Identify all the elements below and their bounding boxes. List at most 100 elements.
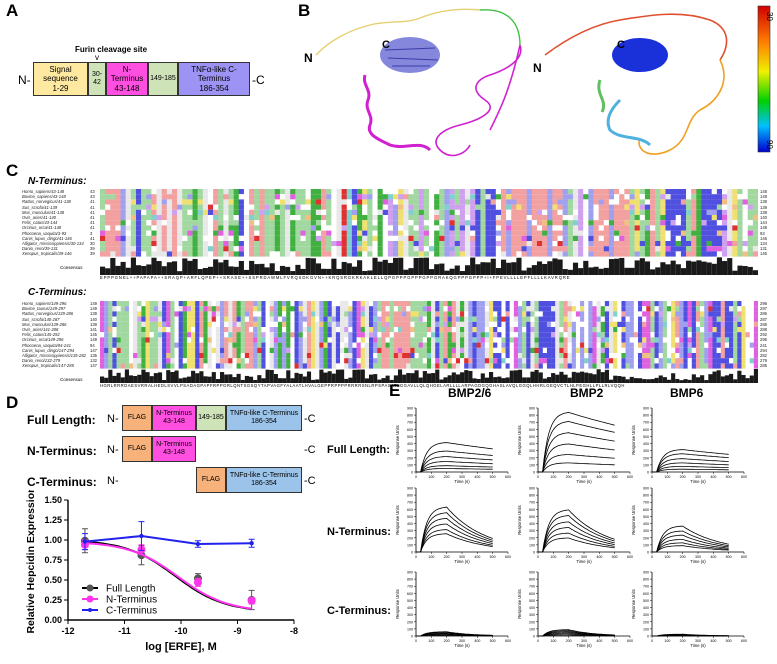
- alignment-cell: [351, 251, 358, 257]
- alignment-cell: [567, 363, 572, 369]
- alignment-cell: [195, 353, 200, 359]
- alignment-cell: [650, 301, 655, 307]
- x-tick-label: 400: [710, 475, 716, 479]
- alignment-cell: [174, 358, 179, 364]
- alignment-cell: [335, 316, 341, 322]
- alignment-cell: [749, 363, 755, 369]
- sensorgram-y-label: Response Units: [517, 505, 522, 535]
- alignment-cell: [686, 246, 692, 252]
- alignment-cell: [232, 347, 237, 353]
- conservation-bar: [100, 266, 106, 275]
- x-tick-label: 500: [612, 639, 618, 643]
- alignment-cell: [264, 204, 270, 210]
- alignment-cell: [393, 358, 399, 364]
- alignment-cell: [166, 209, 173, 215]
- alignment-cell: [489, 353, 494, 359]
- alignment-cell: [236, 363, 241, 369]
- alignment-cell: [475, 230, 481, 236]
- alignment-cell: [298, 353, 303, 359]
- conservation-bar: [105, 268, 111, 275]
- alignment-cell: [269, 246, 275, 252]
- alignment-cell: [418, 209, 425, 215]
- alignment-cell: [588, 353, 593, 359]
- alignment-cell: [177, 225, 183, 231]
- alignment-cell: [403, 225, 409, 231]
- alignment-cell: [423, 204, 430, 210]
- alignment-cell: [596, 306, 601, 312]
- alignment-cell: [120, 321, 126, 327]
- alignment-cell: [642, 321, 647, 327]
- y-tick-label: 600: [643, 592, 649, 596]
- conservation-bar: [352, 369, 357, 383]
- alignment-cell: [536, 189, 543, 195]
- x-tick-label: 400: [710, 639, 716, 643]
- alignment-cell: [429, 209, 435, 215]
- alignment-cell: [624, 194, 630, 200]
- alignment-cell: [476, 347, 481, 353]
- alignment-cell: [753, 358, 758, 364]
- left-structure-green-coil: [479, 9, 521, 46]
- alignment-cell: [614, 199, 620, 205]
- alignment-cell: [290, 301, 295, 307]
- alignment-cell: [629, 363, 635, 369]
- alignment-cell: [274, 230, 281, 236]
- alignment-cell: [484, 358, 490, 364]
- alignment-cell: [410, 306, 415, 312]
- alignment-cell: [555, 332, 560, 338]
- alignment-cell: [382, 209, 389, 215]
- alignment-cell: [470, 230, 476, 236]
- conservation-bar: [382, 259, 388, 275]
- alignment-cell: [426, 311, 432, 317]
- row-start-number: 39: [90, 251, 95, 257]
- alignment-cell: [460, 332, 465, 338]
- alignment-cell: [562, 209, 568, 215]
- alignment-cell: [695, 358, 701, 364]
- alignment-cell: [414, 342, 419, 348]
- alignment-cell: [373, 332, 378, 338]
- alignment-cell: [228, 225, 234, 231]
- alignment-cell: [506, 189, 512, 195]
- alignment-cell: [319, 342, 324, 348]
- alignment-cell: [614, 225, 620, 231]
- alignment-cell: [259, 194, 265, 200]
- conservation-bar: [277, 378, 283, 383]
- alignment-cell: [367, 235, 373, 241]
- conservation-bar: [500, 259, 507, 275]
- alignment-cell: [130, 251, 137, 257]
- alignment-cell: [100, 194, 106, 200]
- alignment-cell: [104, 306, 109, 312]
- alignment-cell: [373, 321, 378, 327]
- alignment-cell: [108, 342, 113, 348]
- alignment-cell: [686, 199, 692, 205]
- alignment-cell: [536, 215, 543, 221]
- alignment-cell: [464, 235, 471, 241]
- row-end-number: 138: [760, 209, 767, 215]
- alignment-cell: [187, 189, 193, 195]
- alignment-cell: [660, 230, 666, 236]
- alignment-cell: [655, 225, 661, 231]
- alignment-cell: [285, 241, 291, 247]
- alignment-cell: [480, 225, 486, 231]
- alignment-cell: [449, 251, 455, 257]
- conservation-bar: [551, 373, 556, 383]
- alignment-cell: [712, 327, 717, 333]
- alignment-cell: [464, 332, 469, 338]
- alignment-cell: [747, 230, 754, 236]
- sensorgram-x-label: Time (s): [690, 643, 706, 648]
- conservation-bar: [608, 259, 615, 275]
- alignment-cell: [414, 337, 419, 343]
- alignment-cell: [542, 363, 548, 369]
- alignment-cell: [546, 327, 552, 333]
- alignment-cell: [637, 358, 643, 364]
- sensorgram-y-label: Response Units: [517, 589, 522, 619]
- alignment-cell: [133, 306, 138, 312]
- alignment-cell: [700, 306, 705, 312]
- alignment-cell: [439, 353, 444, 359]
- alignment-cell: [704, 353, 709, 359]
- alignment-cell: [547, 199, 553, 205]
- alignment-cell: [269, 332, 275, 338]
- alignment-cell: [500, 194, 507, 200]
- alignment-cell: [285, 230, 291, 236]
- alignment-cell: [243, 209, 250, 215]
- alignment-cell: [660, 194, 666, 200]
